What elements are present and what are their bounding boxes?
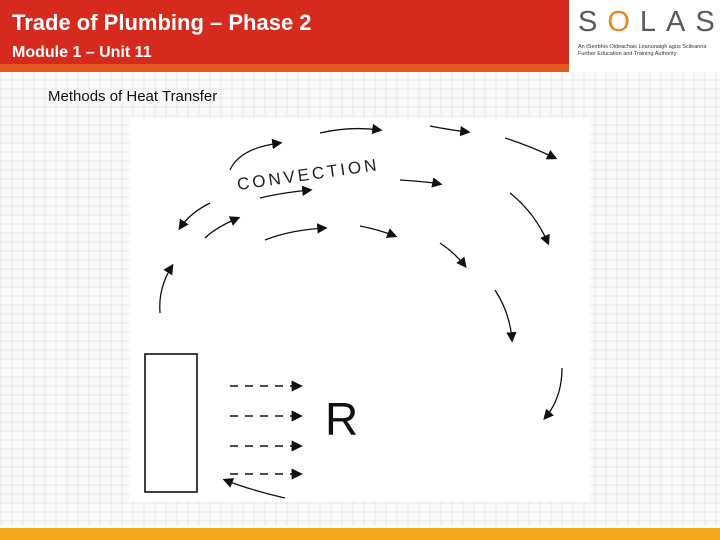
radiator-panel (144, 353, 198, 493)
slide-subtitle: Module 1 – Unit 11 (12, 44, 152, 61)
convection-arrow (359, 225, 398, 238)
footer-bar (0, 528, 720, 540)
convection-arrow (259, 185, 313, 199)
convection-arrow (543, 367, 563, 420)
convection-arrow (204, 216, 241, 239)
header-stripe (0, 64, 569, 72)
slide-title: Trade of Plumbing – Phase 2 (12, 10, 312, 35)
convection-arrow (264, 223, 328, 241)
convection-diagram: CONVECTION R (130, 118, 590, 502)
logo-tagline: An tSeirbhís Oideachais Leanúnaigh agus … (578, 44, 707, 57)
convection-arrow (429, 125, 471, 137)
footer-divider (0, 526, 720, 528)
convection-label: CONVECTION (236, 155, 381, 194)
convection-arrow (509, 192, 550, 246)
slide-caption: Methods of Heat Transfer (48, 88, 218, 105)
convection-arrow (178, 202, 211, 231)
solas-logo: SOLAS (578, 6, 720, 38)
convection-arrow (399, 177, 443, 188)
convection-arrow (439, 242, 467, 269)
radiation-letter: R (325, 393, 358, 445)
convection-arrow (494, 289, 517, 343)
convection-arrow (159, 263, 174, 314)
convection-arrow (319, 123, 383, 135)
logo-area (569, 0, 720, 72)
convection-arrow (504, 137, 558, 160)
convection-arrow (229, 138, 283, 171)
convection-arrow (222, 478, 286, 499)
header-bar: Trade of Plumbing – Phase 2 Module 1 – U… (0, 0, 569, 72)
